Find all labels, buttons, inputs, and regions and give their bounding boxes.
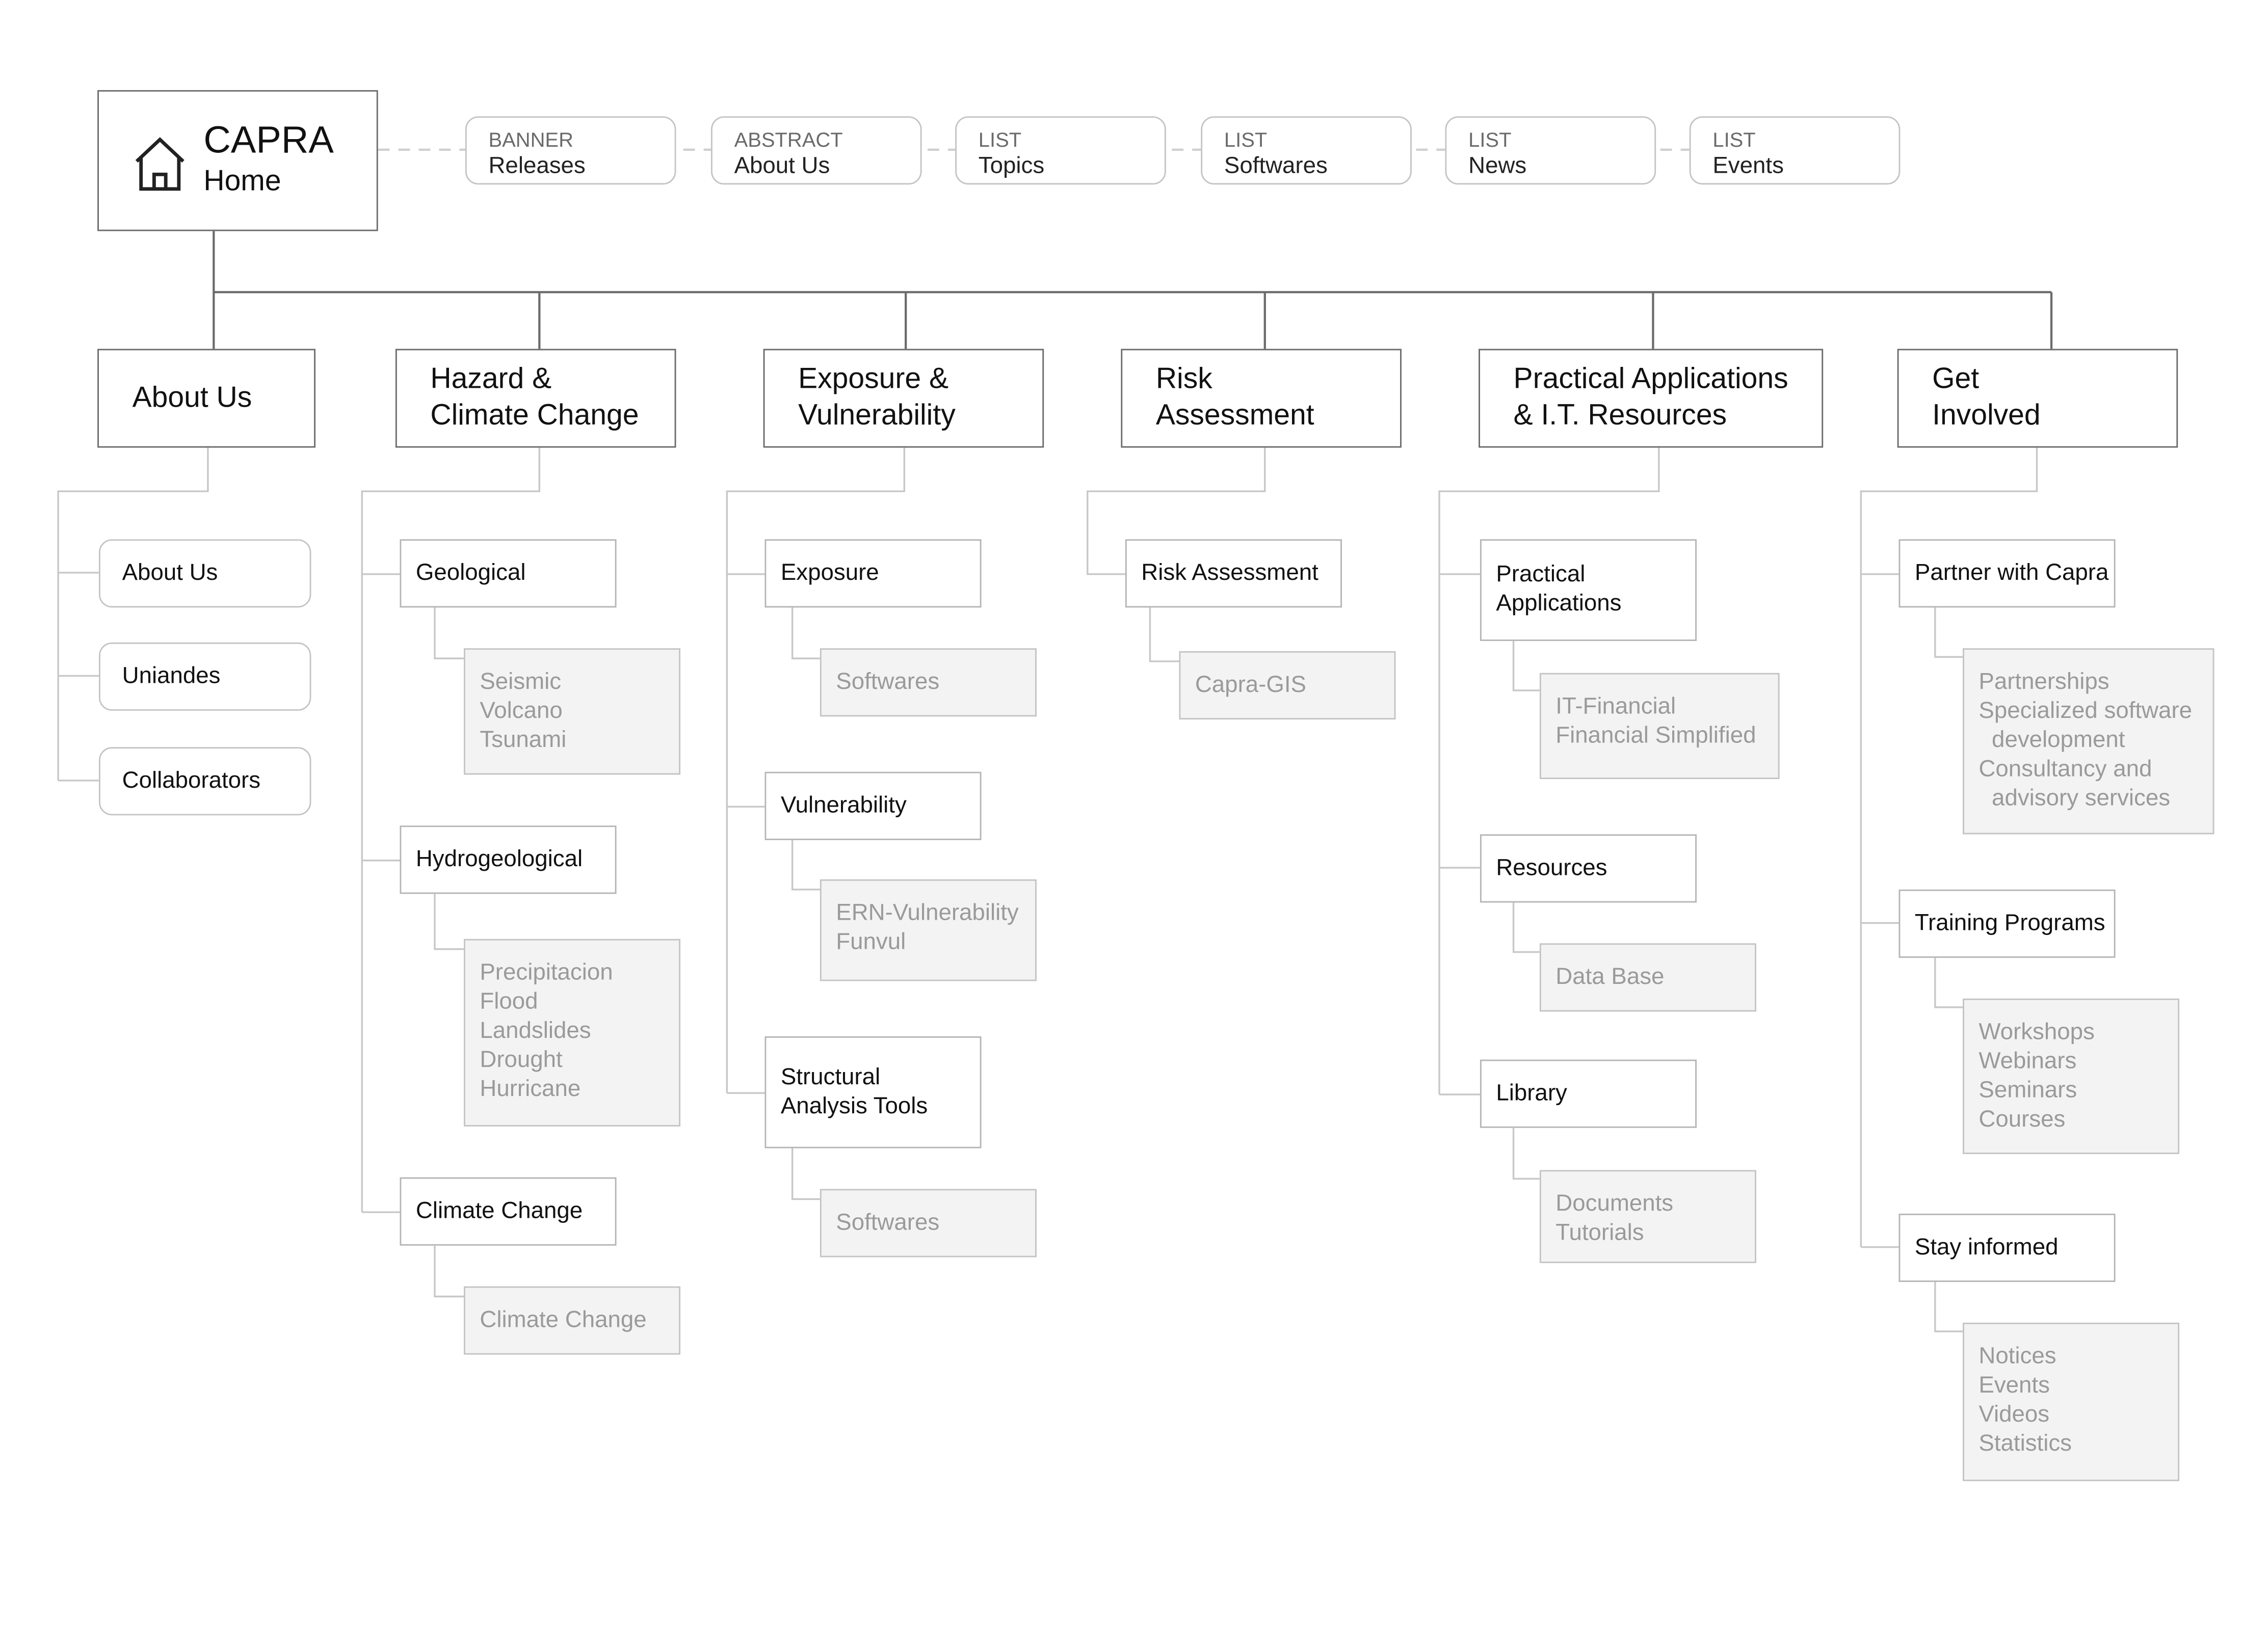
category-get-involved[interactable]: Get Involved bbox=[1897, 349, 2178, 448]
section-topics[interactable]: LIST Topics bbox=[955, 116, 1166, 185]
section-about-us[interactable]: ABSTRACT About Us bbox=[710, 116, 922, 185]
training-programs-node[interactable]: Training Programs bbox=[1898, 889, 2116, 958]
climate-change-node[interactable]: Climate Change bbox=[400, 1177, 617, 1246]
detail-item: Tutorials bbox=[1555, 1221, 1644, 1246]
risk-assessment-details: Capra-GIS bbox=[1179, 651, 1396, 720]
vulnerability-details: ERN-Vulnerability Funvul bbox=[820, 879, 1037, 981]
uniandes-item[interactable]: Uniandes bbox=[98, 642, 311, 711]
detail-item: Climate Change bbox=[480, 1308, 647, 1333]
section-type: LIST bbox=[978, 128, 1022, 151]
stay-informed-details: Notices Events Videos Statistics bbox=[1963, 1322, 2180, 1481]
section-type: ABSTRACT bbox=[734, 128, 843, 151]
detail-item: Events bbox=[1979, 1373, 2050, 1399]
exposure-node[interactable]: Exposure bbox=[764, 539, 982, 608]
category-risk-assessment[interactable]: Risk Assessment bbox=[1121, 349, 1402, 448]
detail-item: Capra-GIS bbox=[1195, 673, 1306, 698]
exposure-details: Softwares bbox=[820, 648, 1037, 717]
detail-item: Data Base bbox=[1555, 965, 1665, 990]
section-name: Softwares bbox=[1224, 154, 1328, 179]
detail-item: Videos bbox=[1979, 1402, 2050, 1428]
resources-node[interactable]: Resources bbox=[1480, 834, 1697, 903]
category-practical-applications[interactable]: Practical Applications & I.T. Resources bbox=[1479, 349, 1824, 448]
library-details: Documents Tutorials bbox=[1539, 1170, 1756, 1263]
detail-item: Statistics bbox=[1979, 1431, 2072, 1457]
structural-analysis-tools-node[interactable]: Structural Analysis Tools bbox=[764, 1036, 982, 1148]
section-type: LIST bbox=[1224, 128, 1268, 151]
section-name: News bbox=[1468, 154, 1527, 179]
home-title: CAPRA bbox=[203, 118, 334, 162]
detail-item: Seminars bbox=[1979, 1078, 2077, 1104]
hydrogeological-details: Precipitacion Flood Landslides Drought H… bbox=[463, 939, 681, 1127]
section-releases[interactable]: BANNER Releases bbox=[465, 116, 676, 185]
practical-applications-details: IT-Financial Financial Simplified bbox=[1539, 673, 1780, 779]
detail-item: IT-Financial bbox=[1555, 694, 1676, 720]
section-events[interactable]: LIST Events bbox=[1689, 116, 1901, 185]
detail-item: Financial Simplified bbox=[1555, 724, 1756, 749]
stay-informed-node[interactable]: Stay informed bbox=[1898, 1213, 2116, 1282]
detail-item: ERN-Vulnerability bbox=[836, 901, 1019, 926]
detail-item: Workshops bbox=[1979, 1020, 2095, 1046]
house-icon bbox=[135, 137, 184, 191]
detail-item: Softwares bbox=[836, 670, 940, 695]
structural-analysis-details: Softwares bbox=[820, 1189, 1037, 1258]
detail-item: Specialized software bbox=[1979, 699, 2193, 724]
practical-applications-node[interactable]: Practical Applications bbox=[1480, 539, 1697, 641]
detail-item: Webinars bbox=[1979, 1049, 2077, 1075]
section-name: Events bbox=[1712, 154, 1784, 179]
detail-item: Flood bbox=[480, 990, 538, 1015]
detail-item: Landslides bbox=[480, 1019, 591, 1044]
detail-item: advisory services bbox=[1992, 786, 2171, 811]
about-us-item[interactable]: About Us bbox=[98, 539, 311, 608]
detail-item: Volcano bbox=[480, 699, 563, 724]
vulnerability-node[interactable]: Vulnerability bbox=[764, 771, 982, 840]
hydrogeological-node[interactable]: Hydrogeological bbox=[400, 825, 617, 894]
category-about-us[interactable]: About Us bbox=[97, 349, 316, 448]
detail-item: Seismic bbox=[480, 670, 562, 695]
detail-item: Consultancy and bbox=[1979, 757, 2152, 782]
home-subtitle: Home bbox=[203, 166, 281, 198]
detail-item: Precipitacion bbox=[480, 960, 613, 986]
section-name: About Us bbox=[734, 154, 830, 179]
library-node[interactable]: Library bbox=[1480, 1059, 1697, 1128]
home-node[interactable]: CAPRA Home bbox=[97, 90, 378, 231]
risk-assessment-node[interactable]: Risk Assessment bbox=[1125, 539, 1342, 608]
category-hazard-climate-change[interactable]: Hazard & Climate Change bbox=[395, 349, 676, 448]
resources-details: Data Base bbox=[1539, 943, 1756, 1012]
category-exposure-vulnerability[interactable]: Exposure & Vulnerability bbox=[763, 349, 1044, 448]
detail-item: development bbox=[1992, 728, 2125, 753]
partner-with-capra-node[interactable]: Partner with Capra bbox=[1898, 539, 2116, 608]
collaborators-item[interactable]: Collaborators bbox=[98, 747, 311, 816]
section-type: LIST bbox=[1468, 128, 1512, 151]
section-name: Topics bbox=[978, 154, 1045, 179]
section-type: LIST bbox=[1712, 128, 1756, 151]
detail-item: Softwares bbox=[836, 1211, 940, 1236]
climate-change-details: Climate Change bbox=[463, 1286, 681, 1355]
detail-item: Notices bbox=[1979, 1344, 2056, 1370]
section-type: BANNER bbox=[488, 128, 573, 151]
section-name: Releases bbox=[488, 154, 586, 179]
detail-item: Courses bbox=[1979, 1107, 2066, 1133]
section-softwares[interactable]: LIST Softwares bbox=[1201, 116, 1412, 185]
training-details: Workshops Webinars Seminars Courses bbox=[1963, 998, 2180, 1154]
detail-item: Tsunami bbox=[480, 728, 567, 753]
detail-item: Funvul bbox=[836, 930, 906, 955]
partner-details: Partnerships Specialized software develo… bbox=[1963, 648, 2214, 835]
geological-node[interactable]: Geological bbox=[400, 539, 617, 608]
detail-item: Documents bbox=[1555, 1192, 1674, 1217]
geological-details: Seismic Volcano Tsunami bbox=[463, 648, 681, 775]
detail-item: Drought bbox=[480, 1048, 563, 1073]
detail-item: Hurricane bbox=[480, 1077, 581, 1102]
section-news[interactable]: LIST News bbox=[1445, 116, 1656, 185]
detail-item: Partnerships bbox=[1979, 670, 2109, 695]
